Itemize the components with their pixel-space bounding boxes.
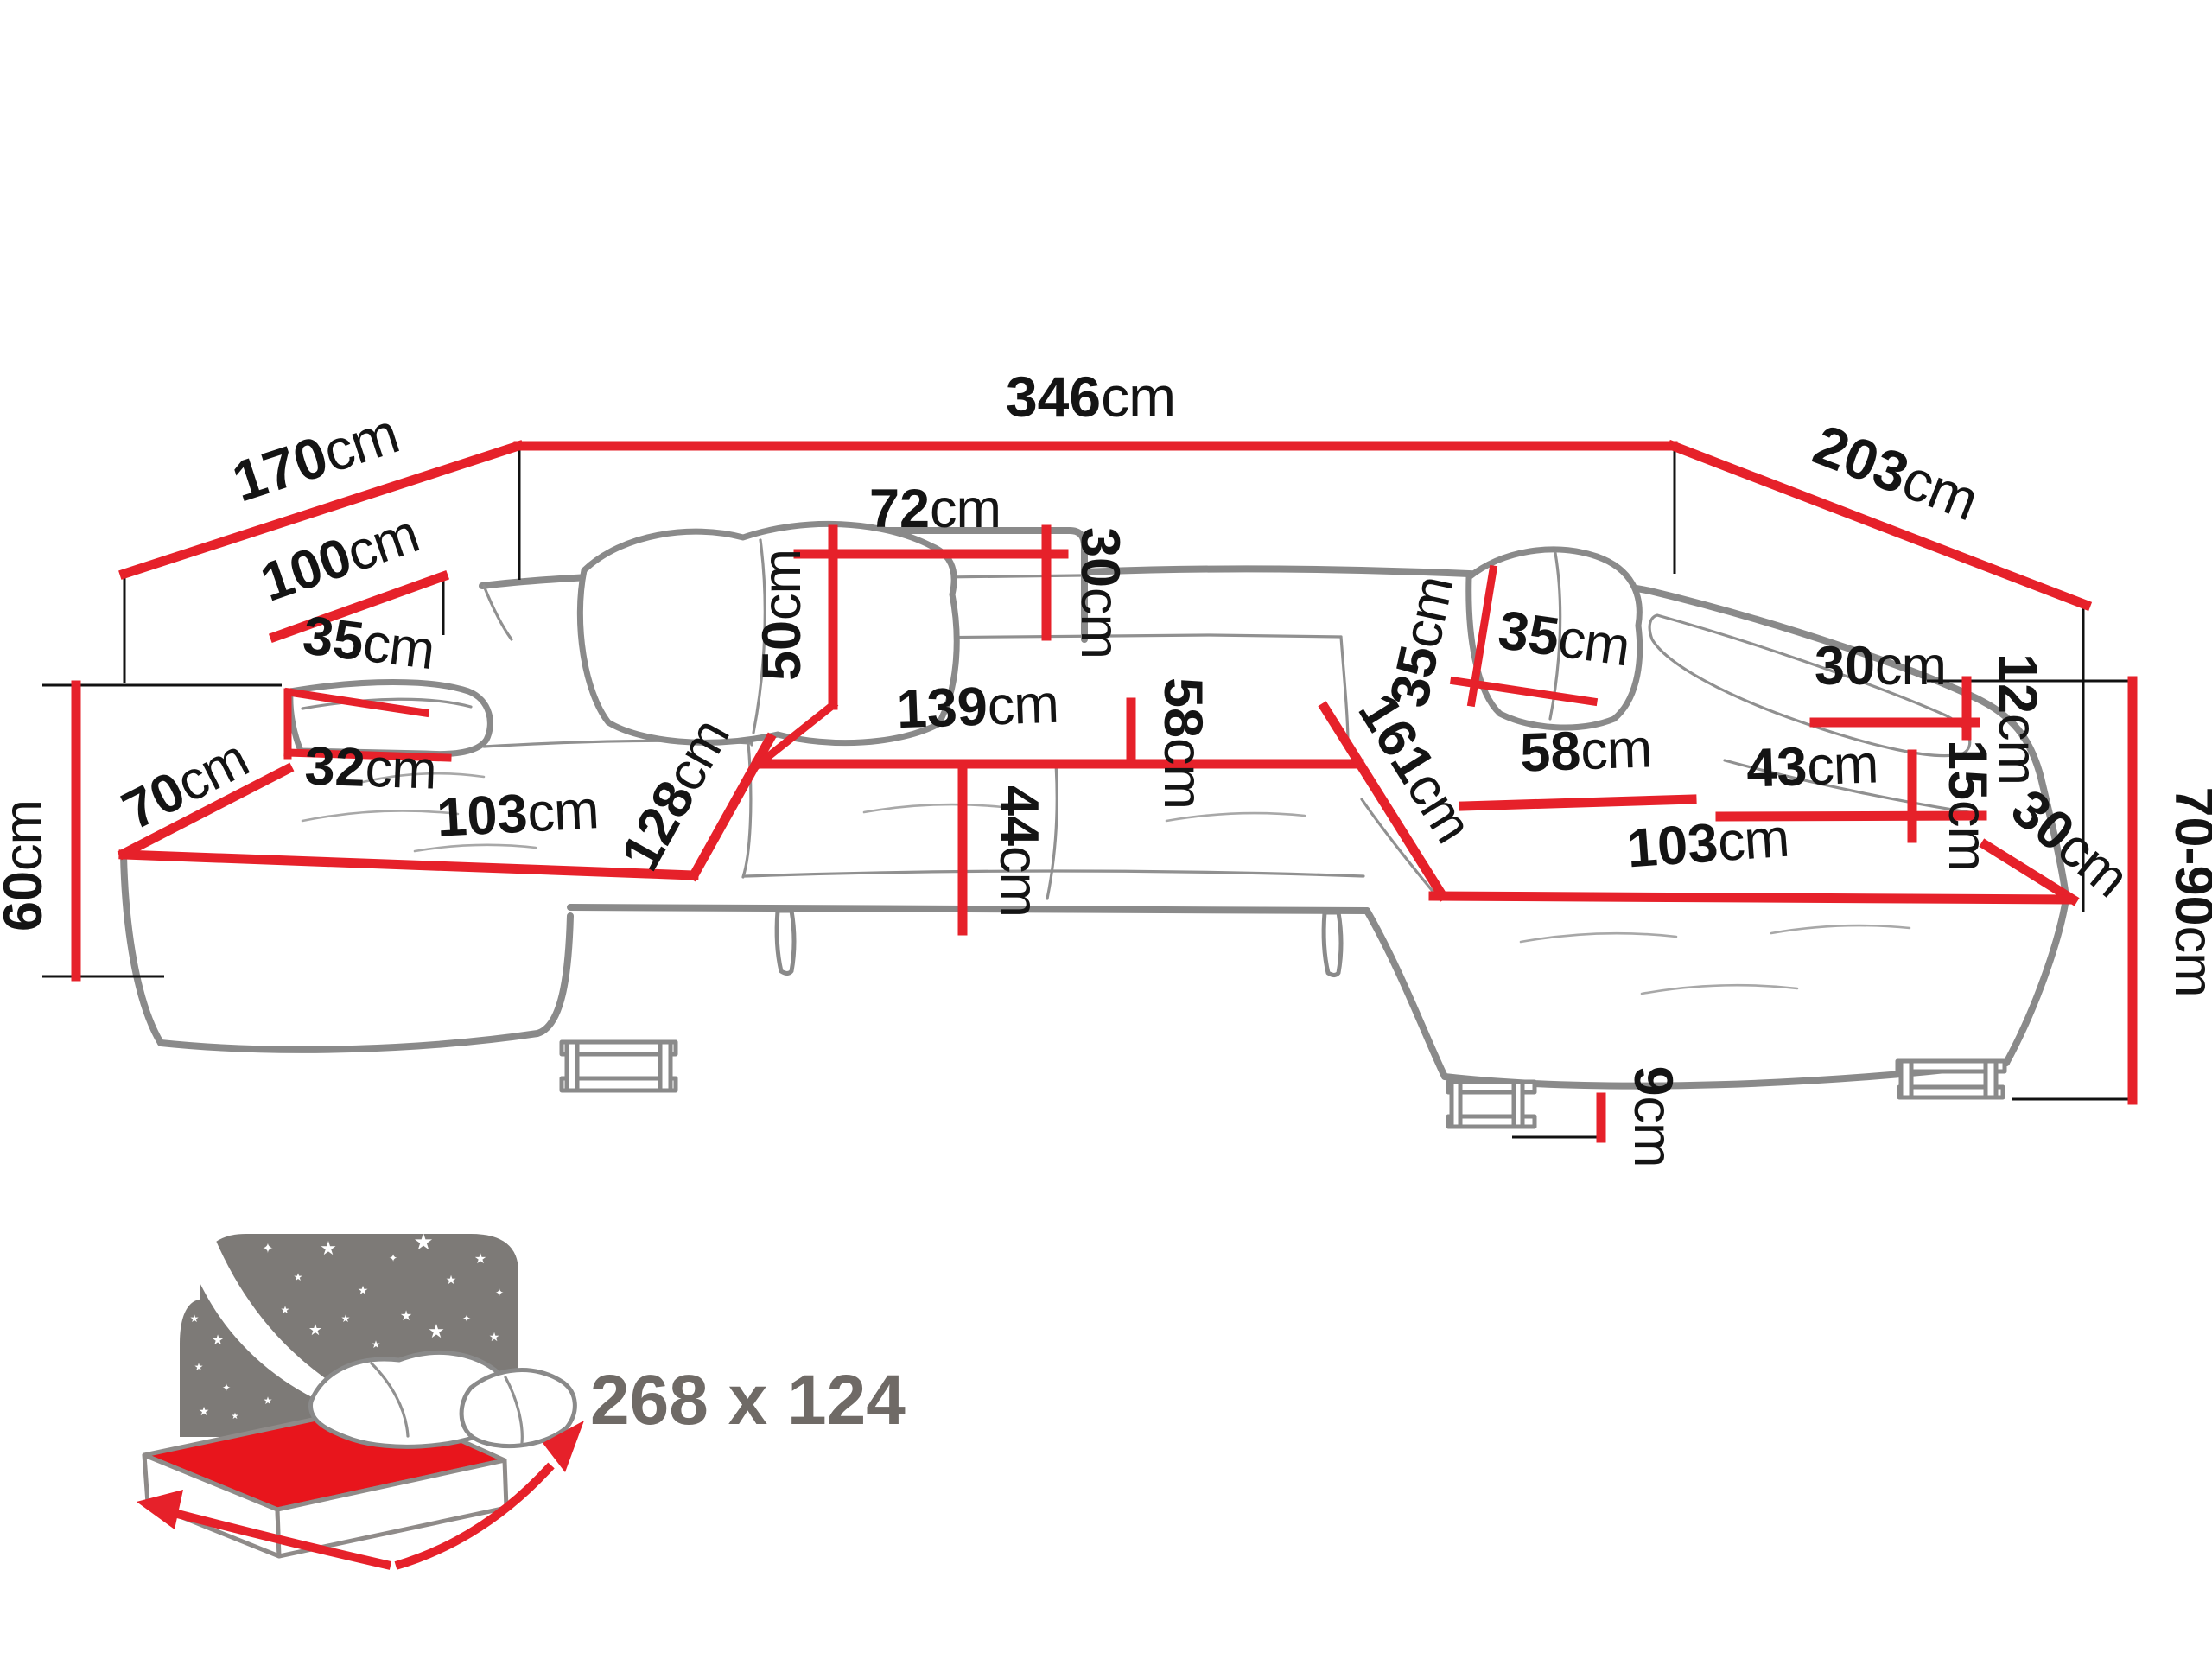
dim-58-seat-depth: 58cm [1153,677,1213,809]
dim-line-170 [118,440,524,580]
dim-30-headrest-height: 30cm [1070,527,1130,658]
bed-icon: ✦★★★✦★★★✦★★★✦★★★✦★★★✦★★★✦★★★✦★★ 268 x 12… [137,1229,906,1570]
sofa-outline [120,520,2069,1129]
dim-12-backrest-edge: 12cm [1987,653,2048,785]
sofa-leg-right-front [1446,1079,1537,1129]
left-pillow [576,520,960,747]
star-icon: ★ [264,1395,273,1407]
star-icon: ★ [446,1273,457,1287]
right-armrest [1648,613,1972,758]
star-icon: ✦ [389,1252,397,1264]
star-icon: ★ [320,1237,337,1259]
dim-line-103-left [118,849,699,880]
dim-103-right-chaise: 103cm [1625,808,1791,880]
dim-line-35-left-armrest [283,687,430,718]
dim-35-pillow-width: 35cm [1495,600,1633,677]
star-icon: ★ [413,1229,433,1255]
dim-line-32 [283,748,452,762]
star-icon: ✦ [222,1382,231,1394]
star-icon: ★ [489,1330,500,1344]
dim-line-70 [117,762,295,861]
dim-line-203 [1666,439,2093,612]
sofa-leg-right-side [1895,1058,2007,1100]
dim-line-30-armrest-diag [1979,838,2080,906]
star-icon: ★ [199,1404,210,1418]
star-icon: ★ [194,1361,204,1373]
dim-50-backrest-height: 50cm [752,550,812,681]
dim-43-armrest-length: 43cm [1745,734,1878,798]
star-icon: ★ [190,1313,200,1325]
star-icon: ★ [474,1252,486,1267]
star-icon: ★ [212,1333,224,1348]
dim-15-armrest-front: 15cm [1937,740,1998,871]
star-icon: ★ [358,1283,369,1297]
star-icon: ✦ [462,1313,471,1325]
dim-346: 346cm [1006,365,1175,429]
dimension-lines [71,439,2138,1143]
dim-line-43 [1715,810,1987,822]
star-icon: ★ [372,1338,381,1351]
dim-170: 170cm [225,401,405,514]
dim-30-armrest-diagonal: 30cm [2000,778,2139,908]
star-icon: ★ [308,1321,322,1338]
dim-line-161 [1318,701,1449,902]
dim-58-right-seat: 58cm [1519,718,1652,783]
dim-44-seat-height: 44cm [988,785,1049,917]
dim-line-35-pillow-width [1449,676,1599,707]
star-icon: ★ [232,1412,239,1421]
dim-9-leg-height: 9cm [1623,1065,1683,1166]
bed-length-arrow [394,1462,555,1570]
sofa-leg-left [559,1039,678,1093]
star-icon: ★ [428,1320,445,1342]
star-icon: ★ [298,1364,308,1376]
dim-line-103-right [1428,891,2073,905]
star-icon: ★ [294,1271,303,1283]
dim-30-armrest-top: 30cm [1815,636,1946,696]
dim-70-90-total-height: 70-90cm [2164,786,2212,996]
dim-203: 203cm [1805,412,1986,532]
star-icon: ★ [400,1309,412,1324]
star-icon: ✦ [262,1242,273,1256]
dim-line-58-right [1459,794,1697,811]
star-icon: ★ [341,1313,351,1325]
dim-139-seat-width: 139cm [896,674,1059,740]
dim-32: 32cm [304,735,437,800]
dim-103-left-chaise: 103cm [435,779,601,849]
dim-line-50-connector [751,699,839,772]
star-icon: ★ [281,1304,290,1316]
dim-line-100 [268,569,450,644]
bed-width-arrow [162,1506,392,1570]
star-icon: ✦ [495,1287,504,1299]
sleeping-area-size: 268 x 124 [590,1361,906,1440]
right-pillow [1465,546,1643,731]
dim-60: 60cm [0,800,54,931]
dim-35-left-armrest: 35cm [300,605,437,681]
star-icon: ✦ [254,1337,264,1351]
dim-35-pillow-height: 35cm [1378,571,1465,712]
bed-length-arrowhead [543,1421,584,1472]
bed-width-arrowhead [137,1490,183,1529]
dim-72-headrest: 72cm [869,479,1001,539]
extension-lines [42,449,2129,1139]
